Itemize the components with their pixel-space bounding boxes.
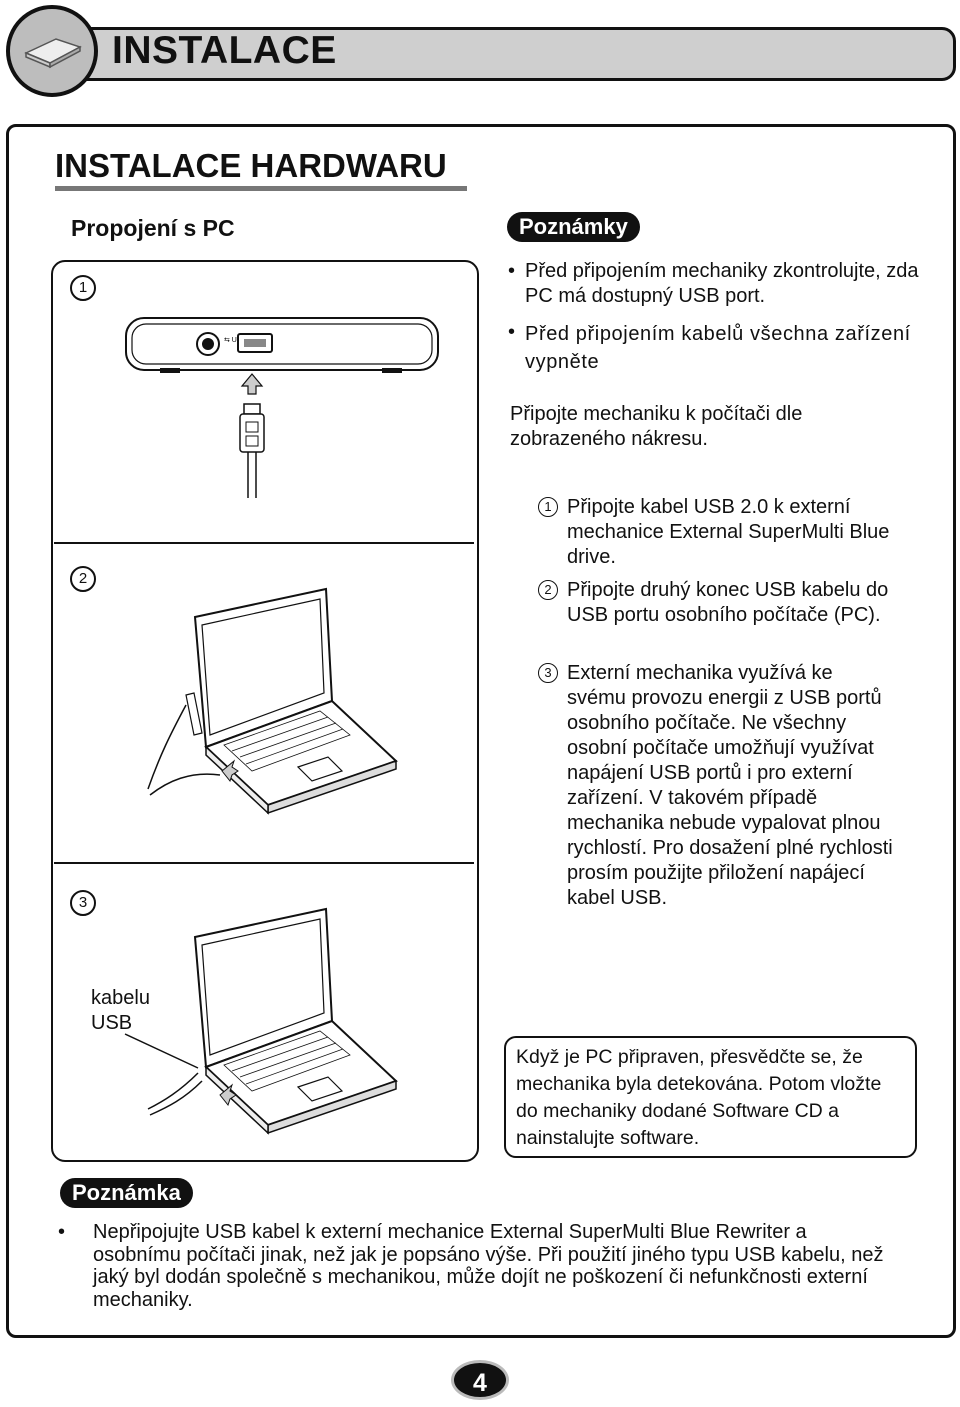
step-number-badge: 2: [538, 580, 558, 600]
note-bullet: • Před připojením kabelů všechna zařízen…: [508, 320, 928, 376]
footer-note-heading: Poznámka: [60, 1178, 193, 1208]
bullet-dot: •: [508, 321, 516, 343]
numbered-step: 2 Připojte druhý konec USB kabelu do USB…: [538, 578, 918, 628]
numbered-step: 3 Externí mechanika využívá ke svému pro…: [538, 661, 918, 911]
numbered-step-text: Externí mechanika využívá ke svému provo…: [567, 662, 893, 909]
numbered-step: 1 Připojte kabel USB 2.0 k externí mecha…: [538, 495, 918, 570]
notes-heading: Poznámky: [507, 212, 640, 242]
section-title-rule: [55, 186, 467, 191]
note-bullet: • Před připojením mechaniky zkontrolujte…: [508, 259, 928, 309]
bullet-dot: •: [508, 260, 516, 282]
cable-label-line2: USB: [91, 1012, 133, 1034]
footer-note: • Nepřipojujte USB kabel k externí mecha…: [58, 1221, 898, 1311]
divider: [54, 862, 474, 864]
cable-label-line1: kabelu: [91, 987, 150, 1009]
header-title: INSTALACE: [112, 29, 337, 72]
step-number-badge: 1: [538, 497, 558, 517]
section-subtitle: Propojení s PC: [71, 215, 235, 241]
note-bullet-text: Před připojením kabelů všechna zařízení …: [525, 323, 911, 373]
drive-icon: [6, 5, 98, 97]
step-number-badge: 3: [538, 663, 558, 683]
step-number-3: 3: [70, 890, 96, 916]
bullet-dot: •: [58, 1221, 66, 1243]
cable-label-pointer: [124, 1033, 199, 1069]
numbered-step-text: Připojte kabel USB 2.0 k externí mechani…: [567, 496, 890, 568]
notes-intro: Připojte mechaniku k počítači dle zobraz…: [510, 403, 803, 450]
laptop-illustration-done: [147, 907, 398, 1135]
step-number-2: 2: [70, 566, 96, 592]
laptop-illustration-connect: [147, 587, 398, 815]
header-banner: [30, 27, 956, 81]
page-number: 4: [451, 1360, 509, 1400]
drive-rear-illustration: ⇆ USB 2.0: [125, 317, 439, 498]
numbered-step-text: Připojte druhý konec USB kabelu do USB p…: [567, 579, 889, 626]
completion-note-box: Když je PC připraven, přesvědčte se, že …: [504, 1036, 917, 1158]
section-title: INSTALACE HARDWARU: [55, 147, 447, 184]
content-frame: [6, 124, 956, 1338]
divider: [54, 542, 474, 544]
illustration-frame: [51, 260, 479, 1162]
footer-note-text: Nepřipojujte USB kabel k externí mechani…: [93, 1221, 884, 1311]
note-bullet-text: Před připojením mechaniky zkontrolujte, …: [525, 260, 919, 307]
step-number-1: 1: [70, 275, 96, 301]
